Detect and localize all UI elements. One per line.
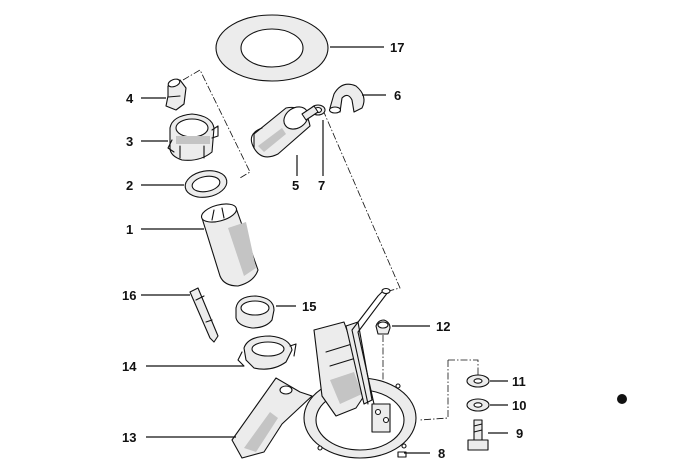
part-11-washer bbox=[466, 374, 490, 388]
callout-3: 3 bbox=[126, 134, 133, 149]
callout-16: 16 bbox=[122, 288, 136, 303]
callout-13: 13 bbox=[122, 430, 136, 445]
callout-12: 12 bbox=[436, 319, 450, 334]
callout-4: 4 bbox=[126, 91, 134, 106]
callout-5: 5 bbox=[292, 178, 299, 193]
callout-17: 17 bbox=[390, 40, 404, 55]
part-1-fuel-pump bbox=[200, 203, 259, 287]
part-16-clip bbox=[189, 287, 219, 343]
part-3-retaining-clip bbox=[167, 113, 219, 161]
part-5-fuel-filter bbox=[250, 105, 319, 158]
callout-1: 1 bbox=[126, 222, 133, 237]
callout-11: 11 bbox=[512, 374, 526, 389]
part-6-curved-hose bbox=[328, 83, 365, 114]
part-13-bracket bbox=[231, 377, 313, 459]
callout-labels: 17 4 6 3 2 5 7 1 16 15 12 14 11 10 9 13 … bbox=[122, 40, 526, 461]
callout-10: 10 bbox=[512, 398, 526, 413]
part-14-holder bbox=[237, 335, 297, 370]
part-8-flange bbox=[303, 287, 417, 459]
part-9-bolt bbox=[467, 419, 489, 451]
callout-6: 6 bbox=[394, 88, 401, 103]
callout-8: 8 bbox=[438, 446, 445, 461]
part-10-washer bbox=[466, 398, 490, 412]
part-17-gasket-ring bbox=[215, 14, 329, 82]
part-15-seal-ring bbox=[235, 295, 275, 329]
page-marker-dot bbox=[617, 394, 627, 404]
callout-14: 14 bbox=[122, 359, 137, 374]
leader-lines bbox=[141, 46, 508, 454]
callout-7: 7 bbox=[318, 178, 325, 193]
callout-15: 15 bbox=[302, 299, 316, 314]
callout-2: 2 bbox=[126, 178, 133, 193]
part-12-grommet bbox=[375, 319, 391, 335]
part-4-elbow-hose bbox=[165, 78, 187, 111]
callout-9: 9 bbox=[516, 426, 523, 441]
part-2-ring bbox=[184, 170, 228, 198]
